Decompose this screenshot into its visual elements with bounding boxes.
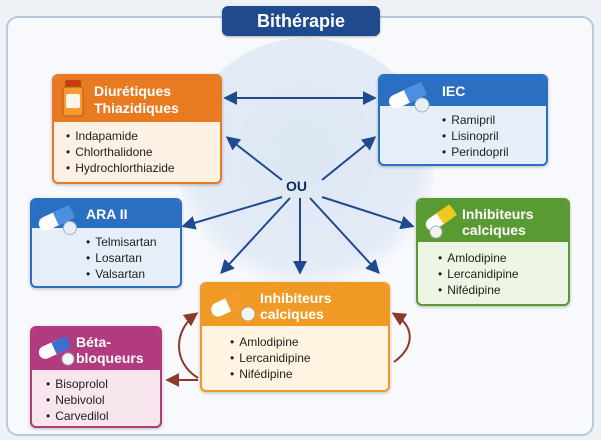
arrow-ou-inhib-right [321, 196, 415, 230]
arrow-diuretiques-ou [225, 136, 283, 181]
arrow-ou-lower-right [309, 197, 380, 275]
list-item: Ramipril [442, 112, 509, 128]
list-item: Amlodipine [438, 250, 519, 266]
box-inhibiteurs-right-title-line1: Inhibiteurs [462, 206, 534, 222]
list-item: Lisinopril [442, 128, 509, 144]
box-inhibiteurs-right: Inhibiteurs calciques Amlodipine Lercani… [416, 198, 570, 306]
box-inhibiteurs-center-title-line1: Inhibiteurs [260, 290, 332, 306]
box-inhibiteurs-right-title-line2: calciques [462, 222, 526, 238]
list-item: Lercanidipine [438, 266, 518, 282]
capsule-icon [208, 288, 258, 329]
page-title: Bithérapie [222, 6, 380, 36]
box-beta-bloqueurs-header: Béta- bloqueurs [32, 328, 160, 370]
capsule-icon [422, 204, 462, 245]
box-ara2-title: ARA II [86, 206, 128, 222]
list-item: Chlorthalidone [66, 144, 175, 160]
list-item: Perindopril [442, 144, 508, 160]
list-item: Nifédipine [230, 366, 311, 382]
box-ara2-list: Telmisartan Losartan Valsartan [86, 234, 157, 282]
box-beta-bloqueurs-list: Bisoprolol Nebivolol Carvedilol [46, 376, 109, 424]
box-iec-title: IEC [442, 83, 466, 99]
pill-bottle-icon [62, 80, 84, 123]
curved-arrow-left [178, 312, 199, 379]
list-item: Nebivolol [46, 392, 109, 408]
list-item: Bisoprolol [46, 376, 109, 392]
box-beta-bloqueurs-title-line2: bloqueurs [76, 350, 144, 366]
box-diuretiques: Diurétiques Thiazidiques Indapamide Chlo… [52, 74, 222, 184]
box-inhibiteurs-right-header: Inhibiteurs calciques [418, 200, 568, 242]
list-item: Nifédipine [438, 282, 519, 298]
box-ara2: ARA II Telmisartan Losartan Valsartan [30, 198, 182, 288]
box-ara2-header: ARA II [32, 200, 180, 235]
box-iec-header: IEC [380, 76, 546, 113]
arrow-iec-ou [321, 136, 377, 181]
box-inhibiteurs-right-list: Amlodipine Lercanidipine Nifédipine [438, 250, 519, 298]
box-inhibiteurs-center: Inhibiteurs calciques Amlodipine Lercani… [200, 282, 390, 392]
box-beta-bloqueurs: Béta- bloqueurs Bisoprolol Nebivolol Car… [30, 326, 162, 428]
list-item: Valsartan [86, 266, 157, 282]
connector-label: OU [286, 178, 307, 194]
box-diuretiques-title-line2: Thiazidiques [94, 100, 179, 116]
curved-arrow-right [391, 312, 411, 363]
box-diuretiques-header: Diurétiques Thiazidiques [54, 76, 220, 122]
arrow-ou-ara2 [181, 196, 283, 230]
box-iec: IEC Ramipril Lisinopril Perindopril [378, 74, 548, 166]
capsule-icon [36, 332, 78, 373]
capsule-icon [36, 202, 82, 241]
list-item: Telmisartan [86, 234, 156, 250]
box-beta-bloqueurs-title-line1: Béta- [76, 334, 112, 350]
list-item: Amlodipine [230, 334, 311, 350]
list-item: Losartan [86, 250, 157, 266]
arrow-ou-lower-left [220, 197, 291, 275]
list-item: Indapamide [66, 128, 175, 144]
box-diuretiques-list: Indapamide Chlorthalidone Hydrochlorthia… [66, 128, 175, 176]
box-inhibiteurs-center-list: Amlodipine Lercanidipine Nifédipine [230, 334, 311, 382]
list-item: Hydrochlorthiazide [66, 160, 174, 176]
box-inhibiteurs-center-title-line2: calciques [260, 306, 324, 322]
box-inhibiteurs-center-header: Inhibiteurs calciques [202, 284, 388, 326]
capsule-icon [386, 78, 434, 119]
list-item: Carvedilol [46, 408, 108, 424]
box-diuretiques-title-line1: Diurétiques [94, 83, 172, 99]
box-iec-list: Ramipril Lisinopril Perindopril [442, 112, 509, 160]
list-item: Lercanidipine [230, 350, 310, 366]
